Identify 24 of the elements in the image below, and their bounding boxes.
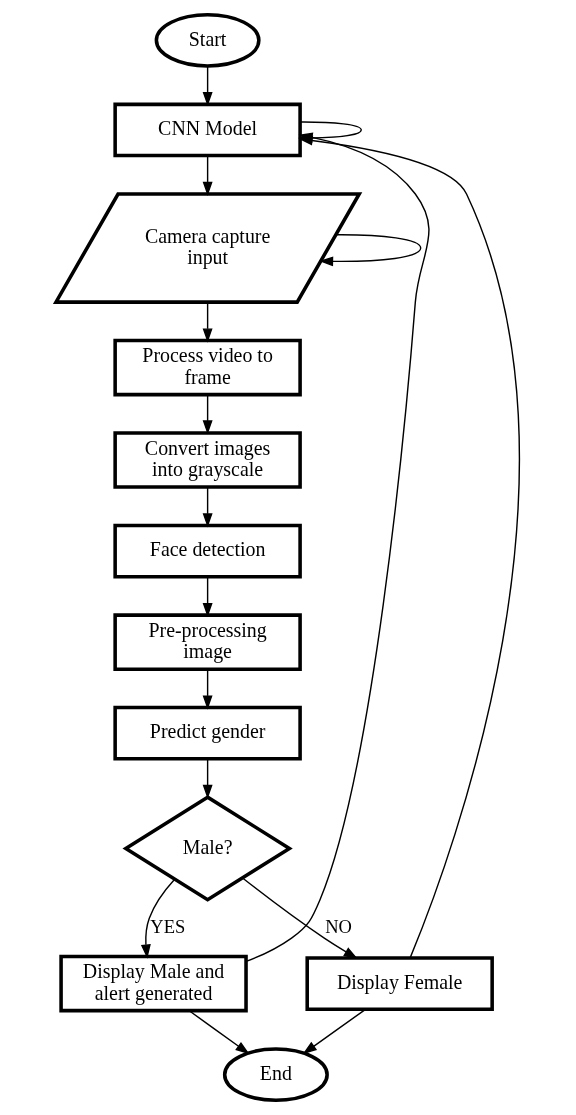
arrow [202,486,213,528]
node-ellipse: Start [154,12,261,68]
node-box: Predict gender [113,705,302,761]
node-box: Process video to frame [113,338,302,397]
node-box: CNN Model [113,102,302,158]
arrow [188,1010,250,1055]
arrow [202,758,213,799]
node-diamond: Male? [122,795,293,902]
arrow [241,877,358,959]
node-box: Display Male and alert generated [59,954,248,1013]
arrow [202,155,213,196]
edge-label: YES [150,916,186,937]
arrow [298,135,520,959]
node-ellipse: End [222,1047,329,1103]
arrow [302,1008,366,1055]
edge-label: NO [325,916,352,937]
node-box: Convert images into grayscale [113,431,302,489]
arrow [202,394,213,435]
node-box: Face detection [113,523,302,579]
node-box: Display Female [305,956,494,1011]
arrow [202,668,213,710]
arrow [202,301,213,343]
node-box: Pre-processing image [113,613,302,671]
arrow [140,878,176,959]
